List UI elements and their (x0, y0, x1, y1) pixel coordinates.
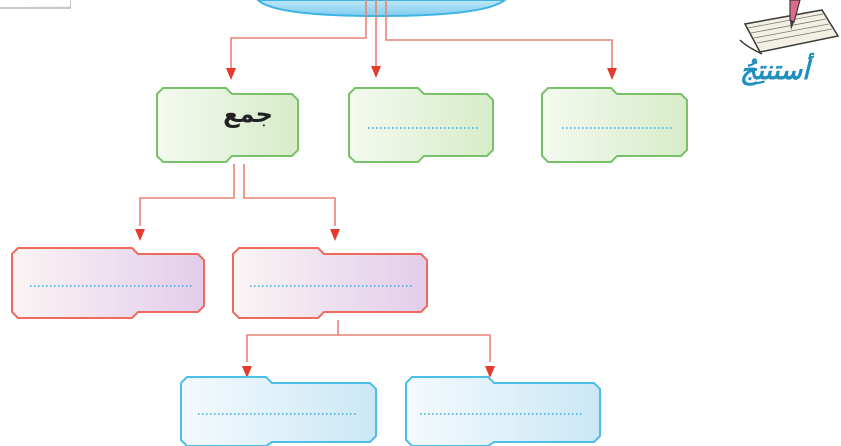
top-central-node (256, 0, 507, 18)
arrowheads-top (226, 66, 617, 80)
arrowhead (226, 68, 236, 80)
box-level2-left (11, 247, 205, 319)
connectors-level3 (246, 320, 491, 362)
arrowheads-level2 (135, 229, 340, 241)
box-level3-right (405, 376, 601, 446)
arrowhead (371, 66, 381, 78)
arrowhead (607, 68, 617, 80)
conclude-heading: أستنتِجُ (740, 56, 810, 86)
arrowhead (242, 366, 252, 378)
top-left-partial-box (0, 0, 71, 9)
arrowhead (485, 366, 495, 378)
box-level2-right (232, 247, 428, 319)
box-level1-right (541, 87, 688, 163)
box-label-jam: جمع (223, 100, 273, 128)
connectors-level2 (139, 164, 336, 226)
connectors-top (230, 0, 613, 75)
notepad-pencil-icon (739, 0, 840, 55)
arrowhead (330, 229, 340, 241)
box-level1-left (156, 87, 299, 163)
arrowheads-level3 (242, 366, 495, 378)
arrowhead (135, 229, 145, 241)
box-level3-left (180, 376, 377, 446)
box-level1-middle (348, 87, 494, 163)
